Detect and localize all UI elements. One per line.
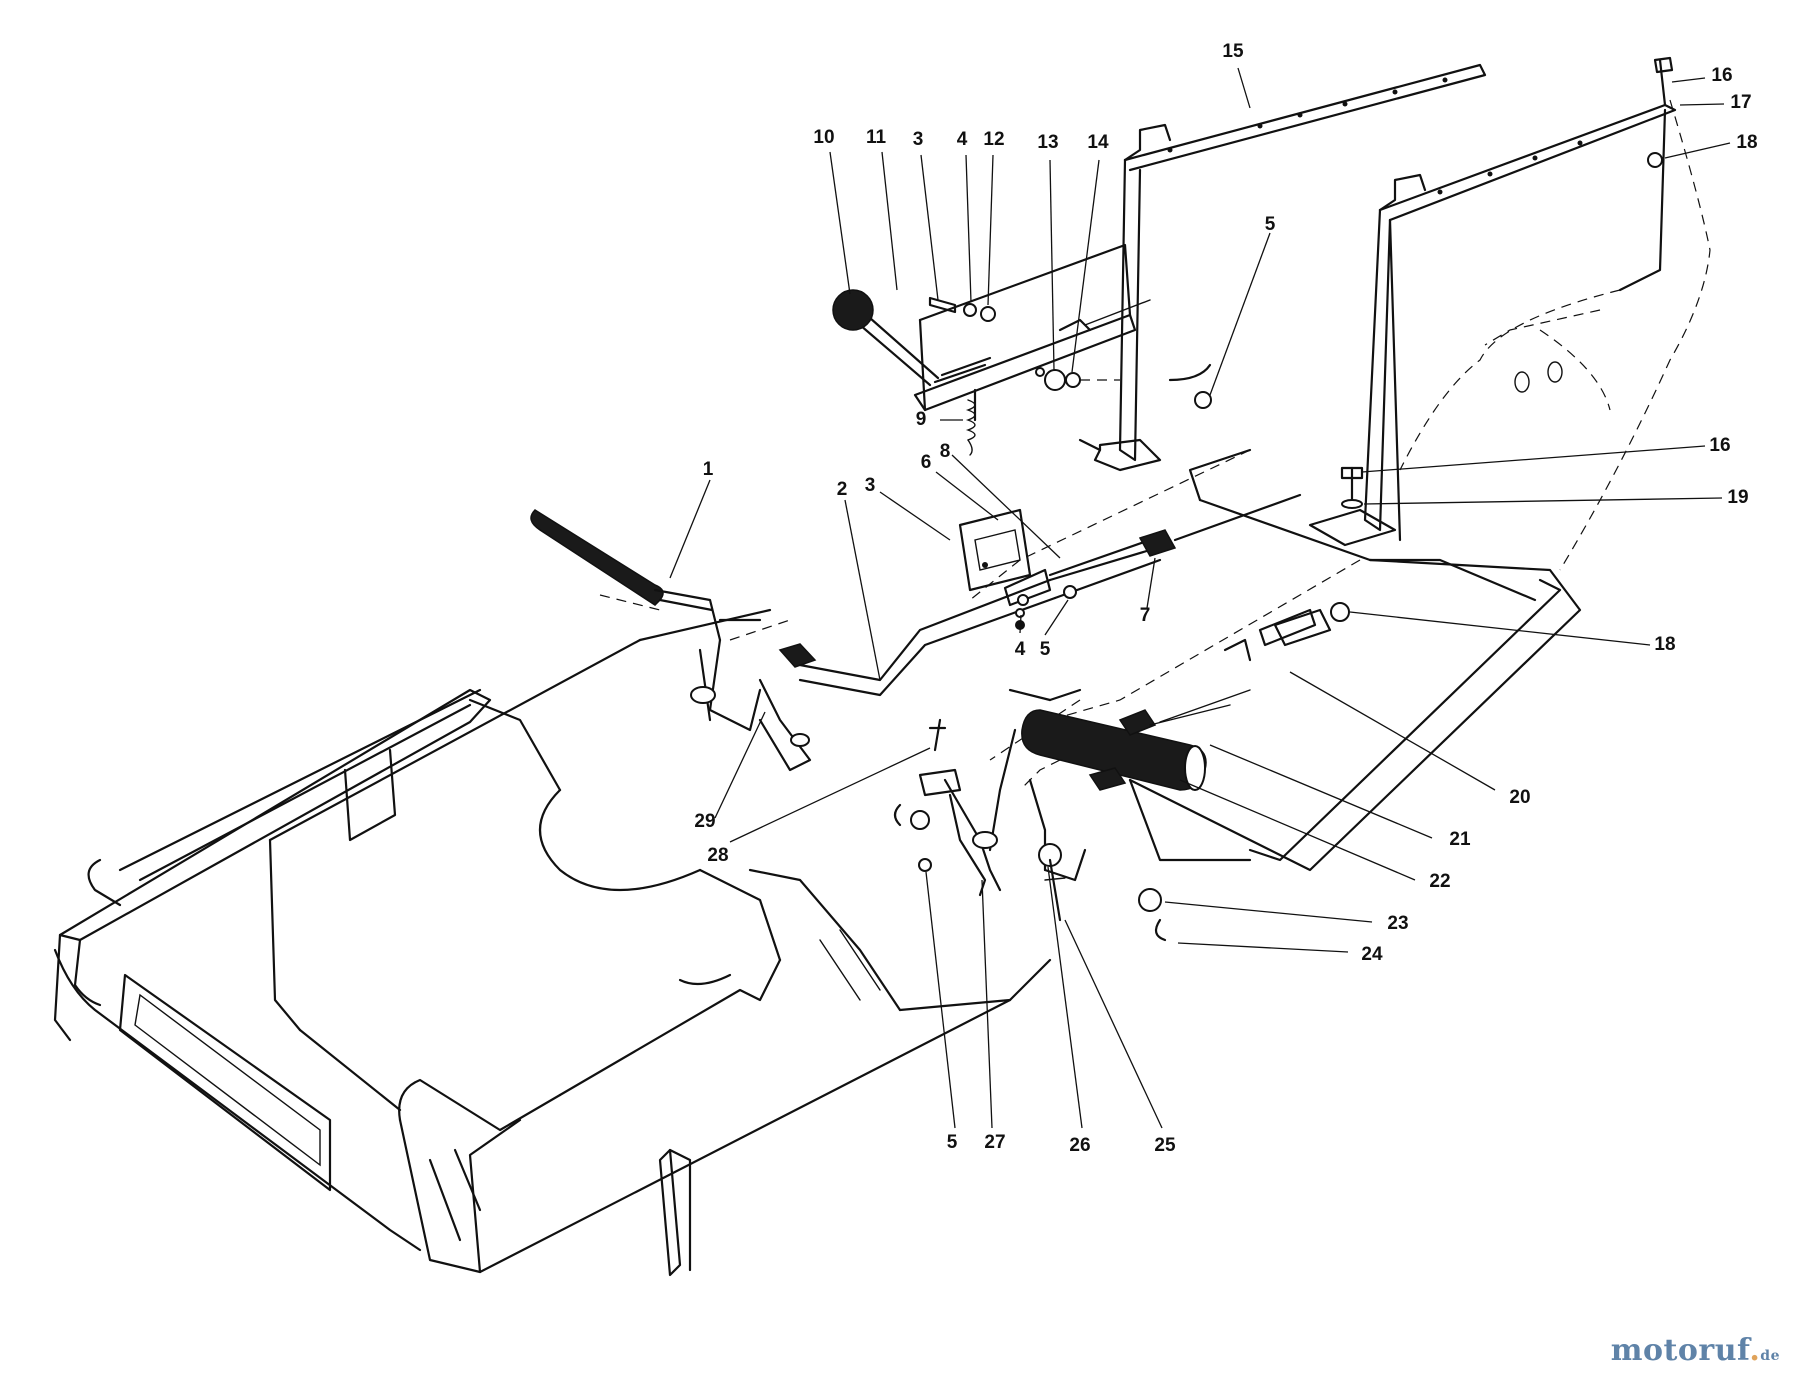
frame-hardware [1273,56,1674,647]
label-part-7: 7 [1140,605,1151,626]
label-part-26: 26 [1069,1135,1090,1156]
label-part-3-top: 3 [913,129,924,150]
lift-lever-assembly [832,243,1151,456]
brake-pedal [988,688,1251,912]
body-shell [53,608,1052,1277]
label-part-1: 1 [703,459,714,480]
label-part-5-bottom: 5 [947,1132,958,1153]
label-part-25: 25 [1154,1135,1176,1156]
label-part-6: 6 [921,452,932,473]
label-part-4-mid: 4 [1015,639,1026,660]
seat-bracket-left [1078,63,1487,472]
label-part-10: 10 [813,127,834,148]
label-part-18-top: 18 [1736,132,1757,153]
label-part-8: 8 [940,441,951,462]
motoruf-watermark-logo: motoruf.de [1610,1333,1780,1368]
label-part-4-top: 4 [957,129,968,150]
lower-bracket [893,718,1167,942]
label-part-16-mid: 16 [1709,435,1730,456]
label-part-5-top: 5 [1265,214,1276,235]
label-part-20: 20 [1509,787,1530,808]
part-labels: 15 16 17 18 10 11 3 4 12 13 14 5 9 16 8 … [694,41,1757,1156]
label-part-5-mid: 5 [1040,639,1051,660]
label-part-16-top: 16 [1711,65,1732,86]
label-part-14: 14 [1087,132,1109,153]
label-part-22: 22 [1429,871,1450,892]
label-part-15: 15 [1222,41,1244,62]
label-part-27: 27 [984,1132,1005,1153]
seat-bracket-right [1308,103,1677,547]
label-part-2: 2 [837,479,848,500]
label-part-12: 12 [983,129,1004,150]
label-part-28: 28 [707,845,728,866]
pedal-linkage [530,493,1302,772]
label-part-24: 24 [1361,944,1383,965]
label-part-18-mid: 18 [1654,634,1675,655]
label-part-21: 21 [1449,829,1471,850]
hardware-top [928,296,1212,409]
label-part-29: 29 [694,811,715,832]
leader-lines [669,67,1731,1129]
label-part-3-mid: 3 [865,475,876,496]
watermark-tld: de [1760,1348,1780,1364]
label-part-11: 11 [866,127,887,148]
label-part-17: 17 [1730,92,1751,113]
label-part-13: 13 [1037,132,1058,153]
floor-pan [969,448,1582,872]
watermark-brand: motoruf [1610,1333,1750,1368]
seat-outline [1399,99,1711,571]
label-part-23: 23 [1387,913,1408,934]
label-part-9: 9 [916,409,927,430]
label-part-19: 19 [1727,487,1748,508]
